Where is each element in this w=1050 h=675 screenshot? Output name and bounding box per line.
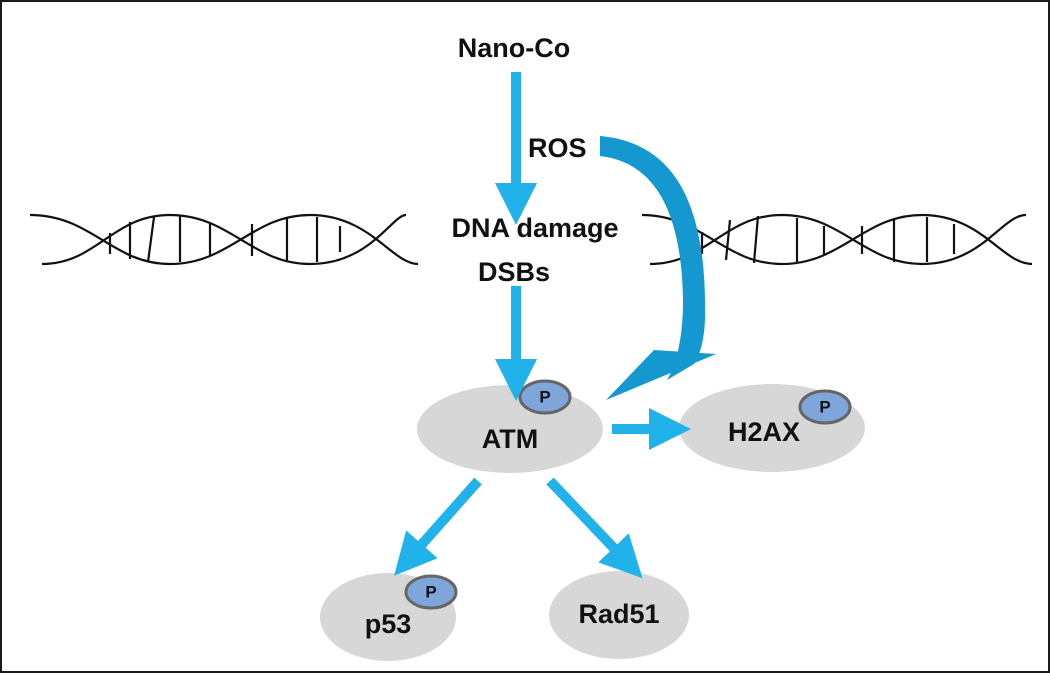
phospho-badge-icon-h2ax	[798, 389, 852, 425]
ros-label: ROS	[528, 133, 587, 163]
rad51-label: Rad51	[578, 599, 660, 629]
dna-helix-icon-right	[641, 213, 1033, 266]
atm-phospho-label: P	[539, 387, 551, 407]
dna-damage-label: DNA damage	[451, 213, 619, 243]
h2ax-label: H2AX	[727, 417, 801, 447]
arrow-ros-to-atm-tip	[606, 350, 716, 400]
arrow-atm-to-rad51	[546, 477, 643, 579]
nano-co-label: Nano-Co	[457, 33, 571, 63]
rad51-node	[549, 571, 689, 659]
arrow-ros-to-atm-curve	[600, 136, 706, 380]
h2ax-phospho-label: P	[819, 397, 831, 417]
dna-helix-icon-left	[29, 213, 419, 266]
arrow-atm-to-p53	[394, 477, 482, 576]
phospho-badge-icon-p53	[404, 574, 458, 610]
p53-label: p53	[364, 609, 412, 639]
atm-label: ATM	[481, 424, 539, 454]
p53-phospho-label: P	[425, 582, 437, 602]
dsbs-label: DSBs	[477, 257, 551, 287]
